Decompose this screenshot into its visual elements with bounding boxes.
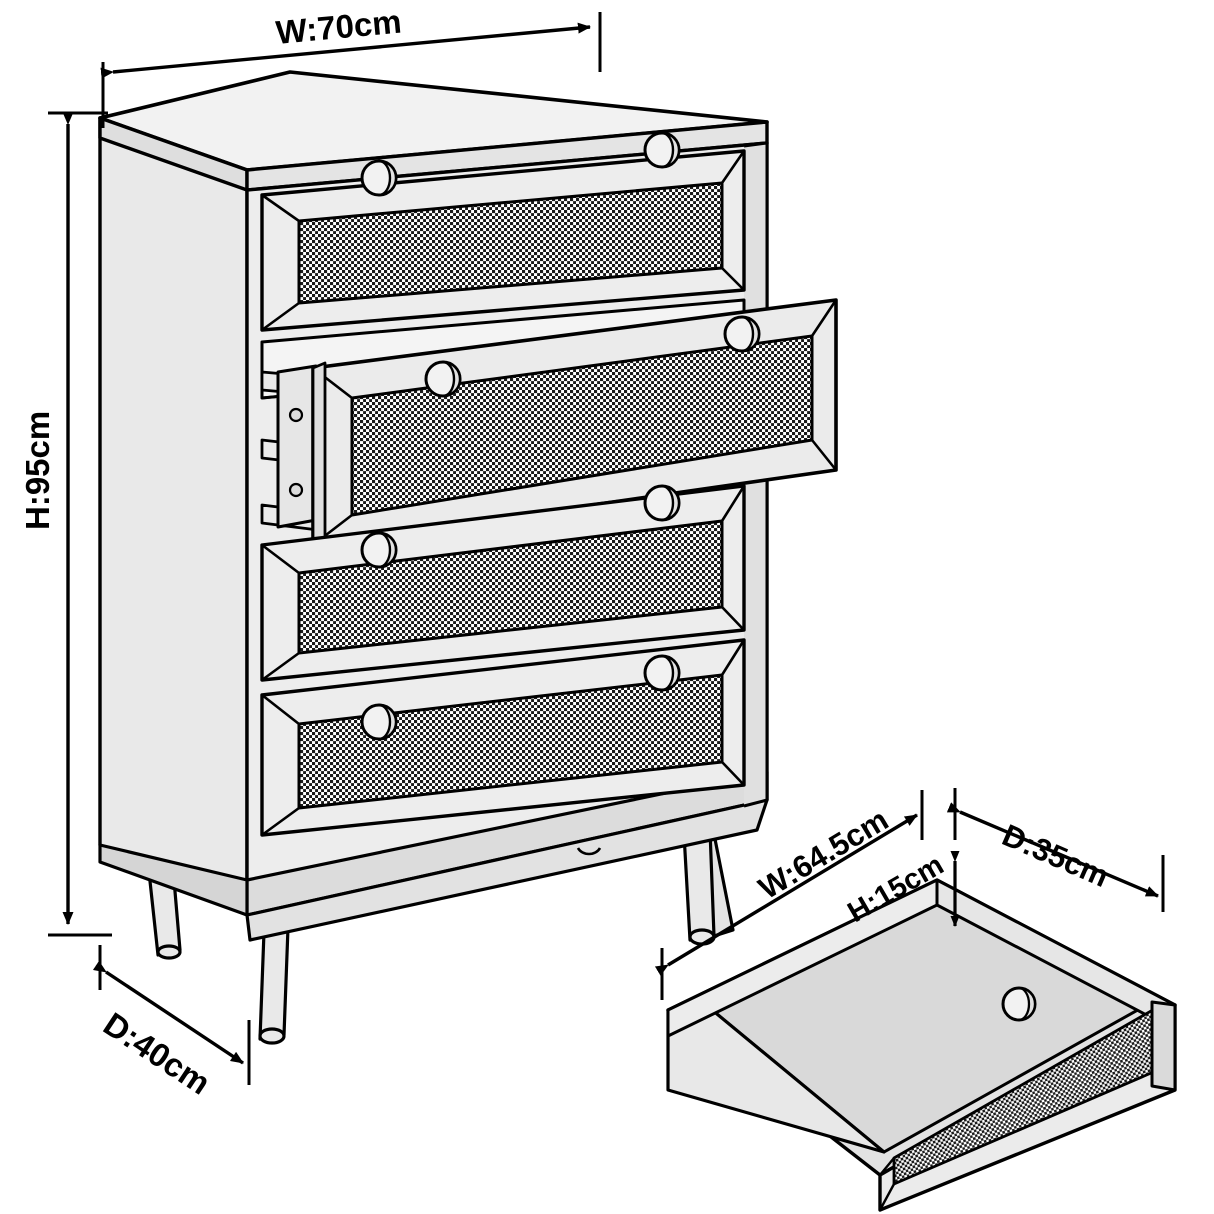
drawer-width-arrow bbox=[654, 813, 918, 976]
drawer-detail-knob[interactable] bbox=[1001, 986, 1037, 1022]
cabinet-left-side-panel bbox=[98, 116, 249, 917]
knob-shade bbox=[378, 703, 398, 741]
knob-shade bbox=[661, 654, 681, 692]
knob-shade bbox=[442, 360, 462, 398]
knob-shade bbox=[661, 131, 681, 169]
drawer-front-2-open[interactable] bbox=[311, 298, 838, 547]
knob-shade bbox=[661, 484, 681, 522]
screw-icon bbox=[288, 482, 304, 498]
drawer-3-knobs[interactable] bbox=[360, 484, 681, 569]
drawer-1-bevels bbox=[261, 150, 746, 332]
drawer-front-4[interactable] bbox=[260, 638, 746, 837]
label-cabinet-height: H:95cm bbox=[19, 411, 56, 530]
drawer-front-3[interactable] bbox=[260, 484, 746, 682]
foot-front-left bbox=[156, 944, 182, 960]
drawer-2-box-side bbox=[276, 364, 318, 529]
knob-shade bbox=[741, 315, 761, 353]
drawer-2-knobs[interactable] bbox=[424, 315, 761, 398]
drawer-4-knobs[interactable] bbox=[360, 654, 681, 741]
drawer-front-right-endcap bbox=[1150, 1000, 1177, 1092]
drawer-depth-arrow bbox=[946, 802, 1159, 898]
depth-arrow bbox=[92, 960, 244, 1065]
foot-front-right bbox=[258, 1027, 286, 1045]
cable-notch bbox=[576, 847, 602, 856]
drawer-2-box-screws bbox=[288, 407, 304, 498]
drawer-4-bevels bbox=[261, 639, 746, 837]
knob-shade bbox=[378, 531, 398, 569]
screw-icon bbox=[288, 407, 304, 423]
drawer-2-bevels bbox=[312, 299, 838, 547]
leg-back-right-main bbox=[682, 828, 716, 942]
drawer-2-side-thickness bbox=[311, 361, 327, 547]
knob-shade bbox=[378, 159, 398, 197]
cabinet-group bbox=[98, 70, 838, 1045]
dimension-cabinet-height: H:95cm bbox=[19, 111, 112, 937]
width-arrow bbox=[100, 22, 591, 79]
drawer-front-1[interactable] bbox=[260, 131, 746, 332]
knob-shade bbox=[1018, 986, 1037, 1022]
drawer-3-bevels bbox=[261, 485, 746, 682]
foot-back-right bbox=[688, 928, 716, 946]
drawer-1-knobs[interactable] bbox=[360, 131, 681, 197]
